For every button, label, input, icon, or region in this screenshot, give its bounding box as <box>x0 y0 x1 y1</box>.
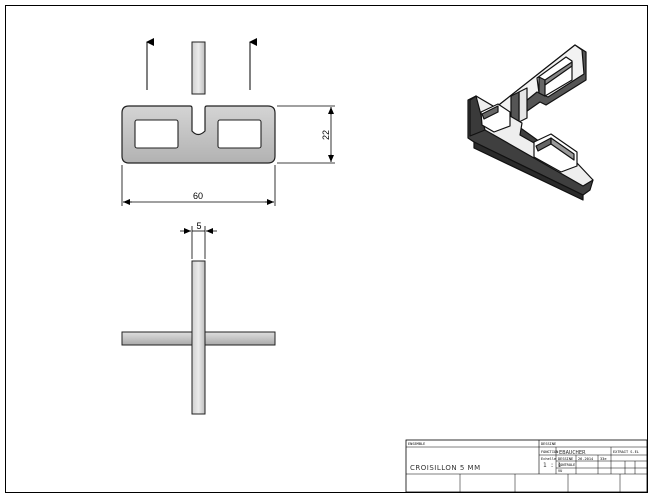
title-block-echelle-value: 1 : 1 <box>543 462 561 469</box>
front-view-fin <box>191 41 206 95</box>
isometric-view <box>467 44 594 201</box>
front-view-window-left <box>134 119 179 149</box>
title-block-date-value: 26.2014 <box>578 457 593 461</box>
title-block-ensemble-label: ENSEMBLE <box>408 442 425 446</box>
dimension-width-label: 60 <box>193 191 203 201</box>
top-view-vertical-arm <box>191 260 206 415</box>
title-block-col-label: 33e <box>600 457 607 461</box>
title-block-echelle-label: Echelle <box>541 457 556 461</box>
dimension-width: 60 <box>121 165 276 206</box>
title-block-controle-label: CONTROLE <box>558 463 575 467</box>
dimension-thickness-label: 5 <box>196 221 201 231</box>
title-block-extrait-label: EXTRAIT S.EL <box>613 450 639 454</box>
sheet-border <box>5 5 648 493</box>
title-block-part-name: CROISILLON 5 MM <box>410 464 481 472</box>
front-view-window-right <box>217 119 262 149</box>
dimension-height-label: 22 <box>321 130 331 140</box>
title-block-fonction-label: FONCTION <box>541 450 558 454</box>
title-block-fonction-value: EBAUCHER <box>559 450 586 456</box>
title-block-vu-label: VU <box>558 469 562 473</box>
front-view <box>121 38 276 164</box>
dimension-thickness: 5 <box>180 221 217 259</box>
title-block-designe-label: DESSINE <box>558 457 573 461</box>
title-block-dessine-label: DESSINE <box>541 442 556 446</box>
top-view <box>121 260 276 415</box>
title-block: ENSEMBLE DESSINE FONCTION EBAUCHER EXTRA… <box>405 439 648 493</box>
dimension-height: 22 <box>277 105 335 164</box>
